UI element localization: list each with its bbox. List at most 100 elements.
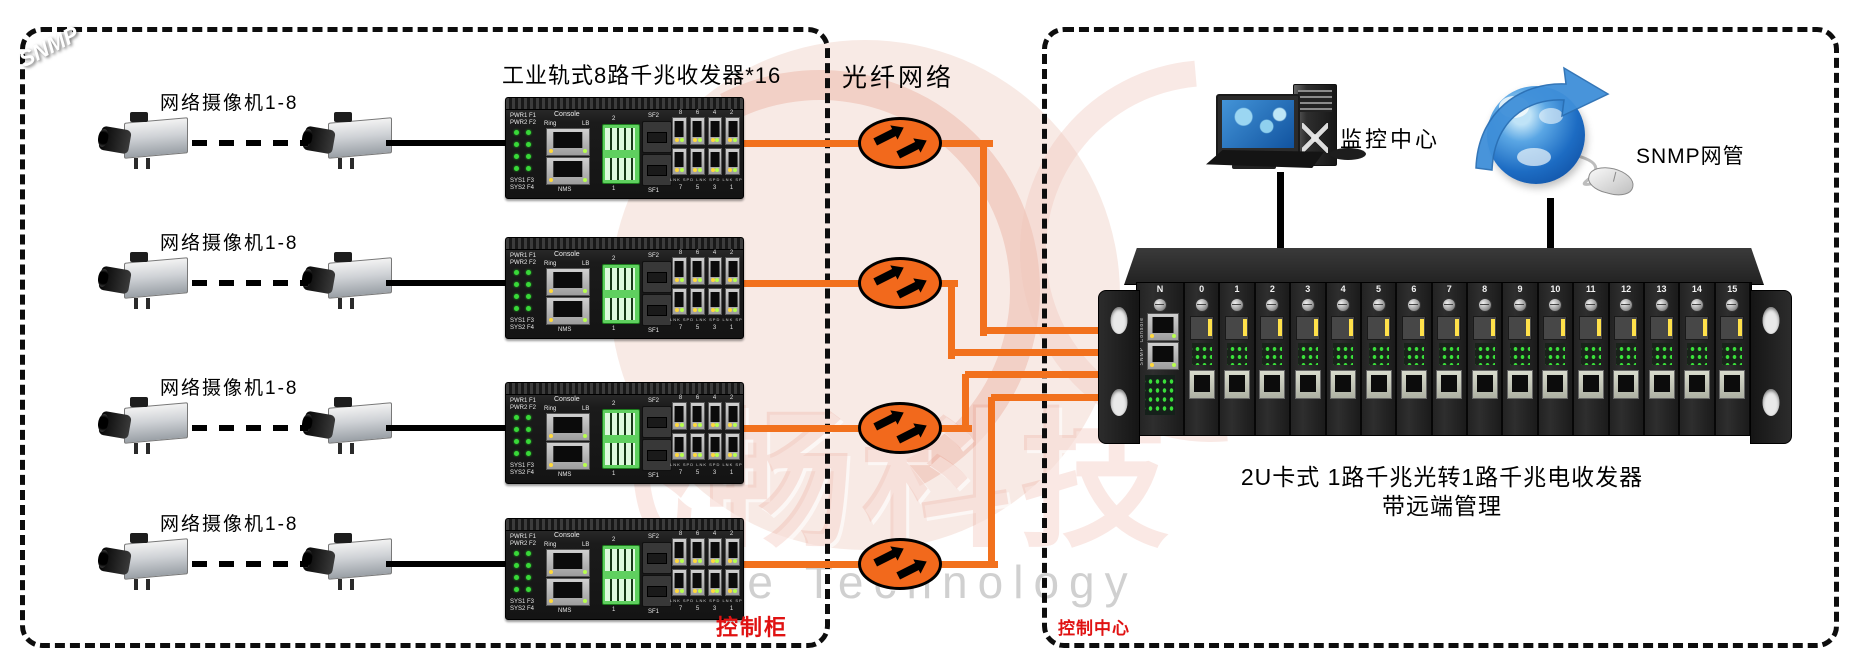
rj45-port bbox=[1400, 370, 1427, 399]
console-port bbox=[546, 128, 590, 156]
camera-chain-dashed-line bbox=[192, 561, 308, 567]
sfp-port bbox=[1260, 316, 1285, 340]
rj45-port bbox=[725, 257, 740, 285]
thumbscrew-icon bbox=[1654, 298, 1669, 312]
rj45-port bbox=[725, 402, 740, 430]
industrial-switch: PWR1 F1 PWR2 F2 SYS1 F3 SYS2 F4 Console … bbox=[505, 518, 744, 620]
rack-mount-hole bbox=[1110, 307, 1128, 334]
switch-to-fiber-line bbox=[740, 561, 860, 568]
sfp1-label: SF1 bbox=[648, 188, 660, 194]
pwr2-label: PWR2 F2 bbox=[510, 405, 537, 411]
card-led-block bbox=[1580, 343, 1601, 365]
slot-label: 7 bbox=[1446, 284, 1452, 294]
rj45-port bbox=[689, 287, 705, 315]
slot-label: 8 bbox=[1482, 284, 1488, 294]
switch-vent-strip bbox=[506, 383, 743, 395]
power-terminal-block bbox=[602, 545, 640, 605]
thumbscrew-icon bbox=[1513, 298, 1528, 312]
snmp-arrow-swoosh-icon bbox=[1475, 66, 1610, 171]
fiber-network-label: 光纤网络 bbox=[842, 64, 955, 92]
camera-to-switch-line bbox=[386, 561, 508, 567]
thumbscrew-icon bbox=[1725, 298, 1740, 312]
rack-mount-hole bbox=[1762, 389, 1780, 416]
rj45-port bbox=[1542, 370, 1569, 399]
computer-monitor bbox=[1216, 94, 1300, 158]
sfp-port-1 bbox=[642, 439, 672, 471]
terminal-label-bottom: 1 bbox=[612, 607, 616, 613]
power-terminal-block bbox=[602, 264, 640, 324]
thumbscrew-icon bbox=[1619, 298, 1634, 312]
sfp-port bbox=[1472, 316, 1497, 340]
camera-to-switch-line bbox=[386, 280, 508, 286]
rj45-port bbox=[1365, 370, 1392, 399]
console-label: Console bbox=[554, 396, 580, 403]
sys1-label: SYS1 F3 bbox=[510, 463, 535, 469]
nms-port bbox=[546, 157, 590, 185]
camera-to-switch-line bbox=[386, 425, 508, 431]
terminal-label-top: 2 bbox=[612, 537, 616, 543]
sfp-port-1 bbox=[642, 154, 672, 186]
pwr2-label: PWR2 F2 bbox=[510, 120, 537, 126]
switch-vent-strip bbox=[506, 238, 743, 250]
sys2-label: SYS2 F4 bbox=[510, 606, 535, 612]
card-led-block bbox=[1297, 343, 1318, 365]
slot-label: 5 bbox=[1376, 284, 1382, 294]
rj45-port bbox=[1648, 370, 1675, 399]
thumbscrew-icon bbox=[1153, 298, 1167, 312]
nms-label: NMS bbox=[558, 472, 572, 478]
rj45-port bbox=[707, 538, 723, 566]
chassis-slot-card: 15 bbox=[1715, 283, 1751, 435]
switch-to-fiber-line bbox=[740, 140, 860, 147]
rack-mount-hole bbox=[1110, 389, 1128, 416]
pwr1-label: PWR1 F1 bbox=[510, 398, 537, 404]
rj45-port bbox=[707, 402, 723, 430]
chassis-slot-card: 10 bbox=[1538, 283, 1575, 435]
fiber-route-wire bbox=[938, 561, 998, 568]
gigabit-port-block bbox=[672, 257, 740, 315]
fiber-route-wire bbox=[948, 280, 955, 359]
sfp1-label: SF1 bbox=[648, 609, 660, 615]
sys2-label: SYS2 F4 bbox=[510, 470, 535, 476]
sfp-port bbox=[1295, 316, 1320, 340]
chassis-slot-card: 14 bbox=[1680, 283, 1716, 435]
ip-camera-icon bbox=[302, 533, 396, 595]
camera-group-label: 网络摄像机1-8 bbox=[160, 233, 299, 254]
slot-label: 6 bbox=[1411, 284, 1417, 294]
card-led-block bbox=[1510, 343, 1531, 365]
nms-label: NMS bbox=[558, 187, 572, 193]
thumbscrew-icon bbox=[1371, 298, 1386, 312]
rj45-port bbox=[1294, 370, 1321, 399]
power-terminal-block bbox=[602, 124, 640, 184]
ip-camera-icon bbox=[302, 397, 396, 459]
rj45-port bbox=[689, 402, 705, 430]
ring-label: Ring bbox=[544, 542, 557, 548]
camera-chain-dashed-line bbox=[192, 425, 308, 431]
management-snmp-port bbox=[1147, 342, 1179, 370]
snmp-uplink-line bbox=[1547, 198, 1554, 252]
rj45-port bbox=[1188, 370, 1215, 399]
card-led-block bbox=[1439, 343, 1460, 365]
chassis-slot-card: 2 bbox=[1255, 283, 1292, 435]
ip-camera-icon bbox=[302, 252, 396, 314]
rj45-port bbox=[1683, 370, 1710, 399]
fiber-route-wire bbox=[962, 374, 969, 432]
sys1-label: SYS1 F3 bbox=[510, 178, 535, 184]
terminal-label-bottom: 1 bbox=[612, 326, 616, 332]
console-label: Console bbox=[554, 532, 580, 539]
chassis-slot-card: 12 bbox=[1609, 283, 1645, 435]
chassis-slot-card: 1 bbox=[1220, 283, 1256, 435]
control-center-label: 控制中心 bbox=[1058, 619, 1130, 638]
rj45-port bbox=[689, 147, 705, 175]
sfp-port bbox=[1225, 316, 1250, 340]
console-label: Console bbox=[554, 111, 580, 118]
rj45-port bbox=[672, 287, 687, 315]
pwr1-label: PWR1 F1 bbox=[510, 113, 537, 119]
slot-label: 2 bbox=[1269, 284, 1275, 294]
lb-label: LB bbox=[582, 121, 590, 127]
rj45-port bbox=[707, 257, 723, 285]
camera-to-switch-line bbox=[386, 140, 508, 146]
chassis-top-face bbox=[1124, 248, 1764, 285]
